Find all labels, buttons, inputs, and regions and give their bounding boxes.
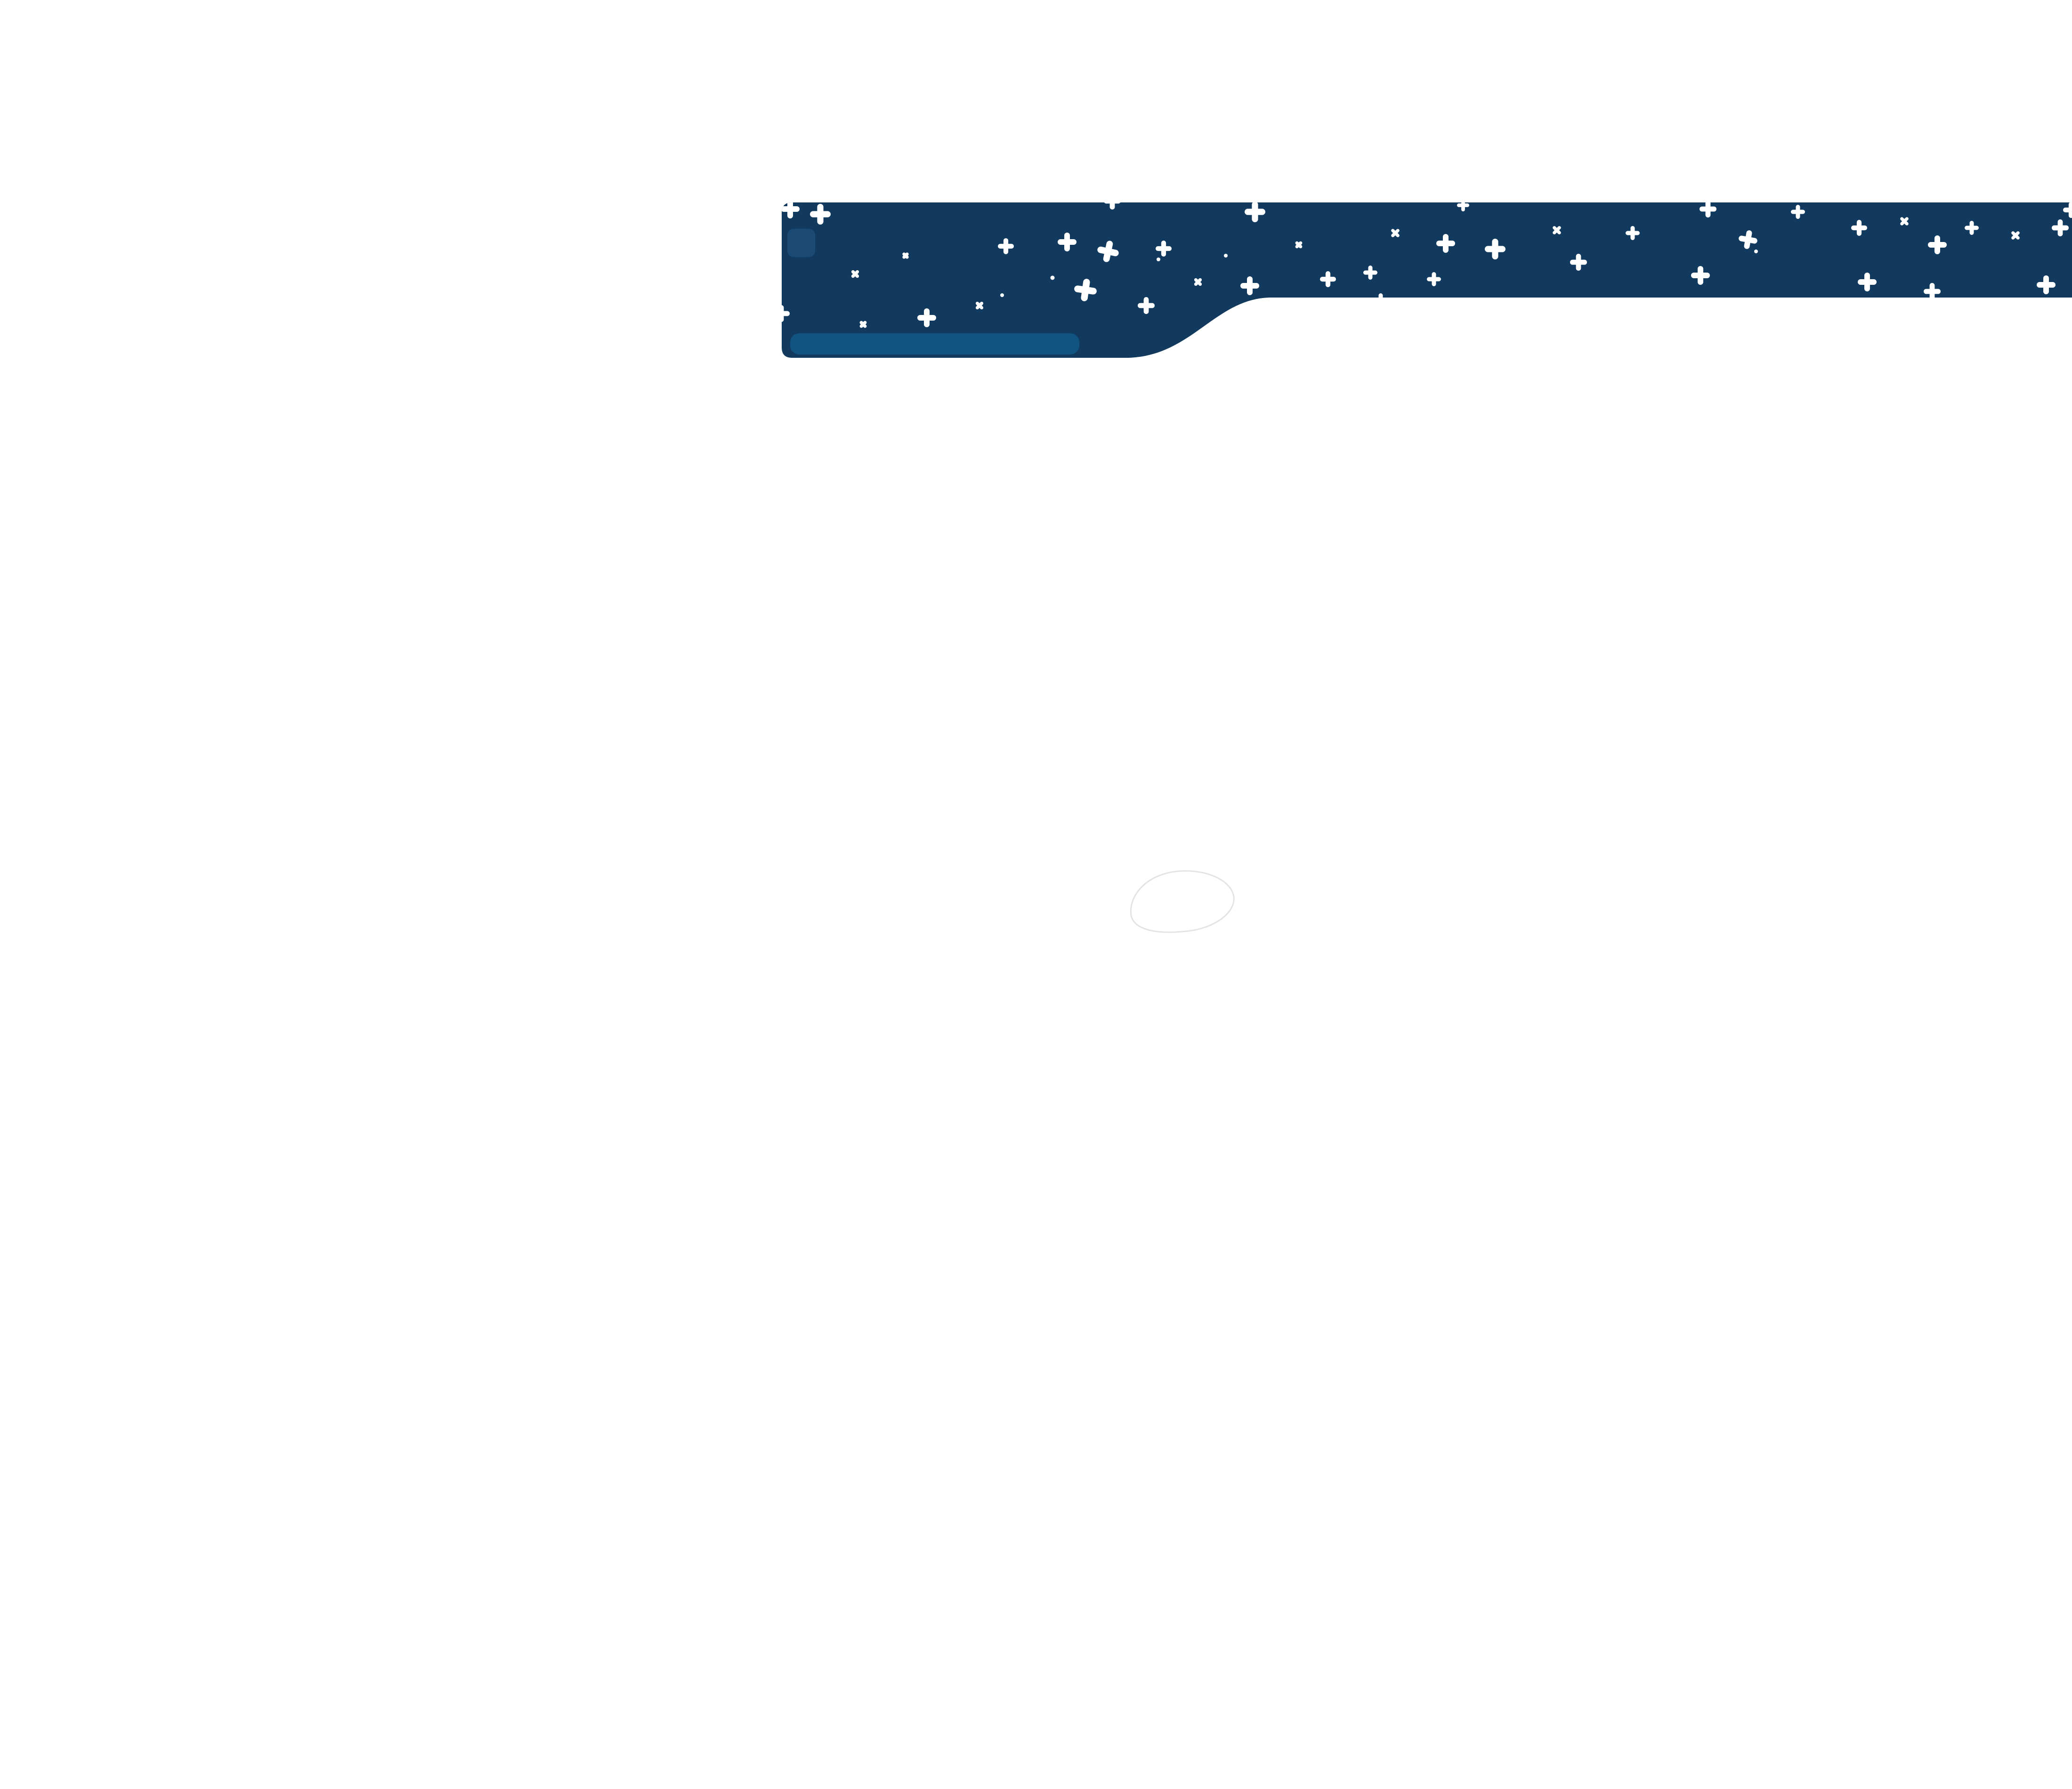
center-blob-shape <box>1130 870 1235 933</box>
banner-badge <box>787 229 815 257</box>
sparkle-pattern <box>782 202 2072 328</box>
banner-loading-bar <box>790 333 1079 355</box>
